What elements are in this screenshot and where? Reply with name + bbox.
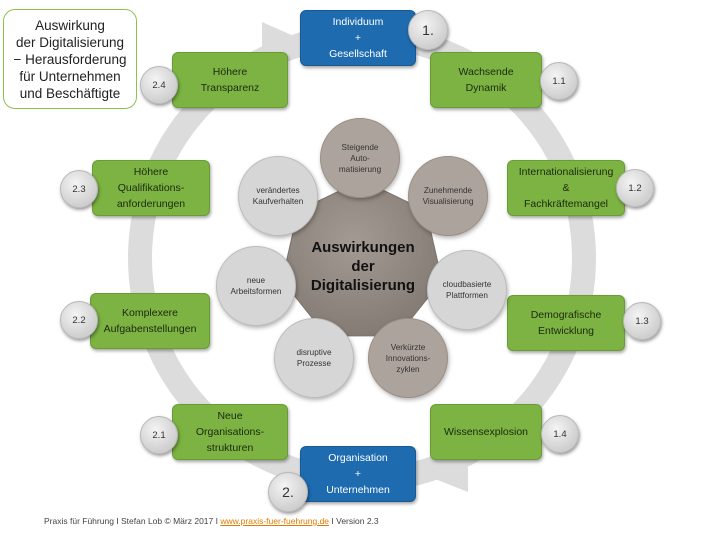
box-hoehere-qualifikationsanforderungen: Höhere Qualifikations- anforderungen xyxy=(92,160,210,216)
ring-arrow-bottom xyxy=(430,462,468,492)
circle-automatisierung: Steigende Auto- matisierung xyxy=(320,118,400,198)
badge-2-2: 2.2 xyxy=(60,301,98,339)
badge-1-1: 1.1 xyxy=(540,62,578,100)
box-label: Höhere Transparenz xyxy=(200,66,260,94)
badge-2-3: 2.3 xyxy=(60,170,98,208)
title-box: Auswirkung der Digitalisierung − Herausf… xyxy=(3,9,137,109)
box-label: Höhere Qualifikations- anforderungen xyxy=(116,166,186,210)
badge-1-3: 1.3 xyxy=(623,302,661,340)
circle-cloudbasierte-plattformen: cloudbasierte Plattformen xyxy=(427,250,507,330)
box-neue-organisationsstrukturen: Neue Organisations- strukturen xyxy=(172,404,288,460)
circle-visualisierung: Zunehmende Visualisierung xyxy=(408,156,488,236)
circle-kaufverhalten: verändertes Kaufverhalten xyxy=(238,156,318,236)
box-label: Wissensexplosion xyxy=(443,426,529,438)
badge-2-4: 2.4 xyxy=(140,66,178,104)
top-box-individuum: Individuum + Gesellschaft xyxy=(300,10,416,66)
box-label: Internationalisierung & Fachkräftemangel xyxy=(518,166,614,210)
top-box-label: Individuum + Gesellschaft xyxy=(329,16,387,60)
box-hoehere-transparenz: Höhere Transparenz xyxy=(172,52,288,108)
badge-2: 2. xyxy=(268,472,308,512)
badge-1-4: 1.4 xyxy=(541,415,579,453)
ring-arrow-top xyxy=(262,22,296,52)
badge-1: 1. xyxy=(408,10,448,50)
box-internationalisierung: Internationalisierung & Fachkräftemangel xyxy=(507,160,625,216)
box-label: Neue Organisations- strukturen xyxy=(195,410,265,454)
footer-text: Praxis für Führung I Stefan Lob © März 2… xyxy=(44,516,221,526)
circle-neue-arbeitsformen: neue Arbeitsformen xyxy=(216,246,296,326)
bottom-box-organisation: Organisation + Unternehmen xyxy=(300,446,416,502)
footer-link[interactable]: www.praxis-fuer-fuehrung.de xyxy=(220,516,330,526)
box-label: Wachsende Dynamik xyxy=(458,66,514,94)
box-wissensexplosion: Wissensexplosion xyxy=(430,404,542,460)
footer: Praxis für Führung I Stefan Lob © März 2… xyxy=(44,516,379,526)
box-wachsende-dynamik: Wachsende Dynamik xyxy=(430,52,542,108)
badge-1-2: 1.2 xyxy=(616,169,654,207)
box-label: Komplexere Aufgabenstellungen xyxy=(103,307,197,335)
center-title: Auswirkungen der Digitalisierung xyxy=(310,238,416,294)
title-text: Auswirkung der Digitalisierung − Herausf… xyxy=(13,17,127,101)
circle-innovationszyklen: Verkürzte Innovations- zyklen xyxy=(368,318,448,398)
box-komplexere-aufgabenstellungen: Komplexere Aufgabenstellungen xyxy=(90,293,210,349)
box-label: Demografische Entwicklung xyxy=(530,309,602,337)
footer-version: I Version 2.3 xyxy=(329,516,379,526)
badge-2-1: 2.1 xyxy=(140,416,178,454)
bottom-box-label: Organisation + Unternehmen xyxy=(326,452,390,496)
box-demografische-entwicklung: Demografische Entwicklung xyxy=(507,295,625,351)
circle-disruptive-prozesse: disruptive Prozesse xyxy=(274,318,354,398)
